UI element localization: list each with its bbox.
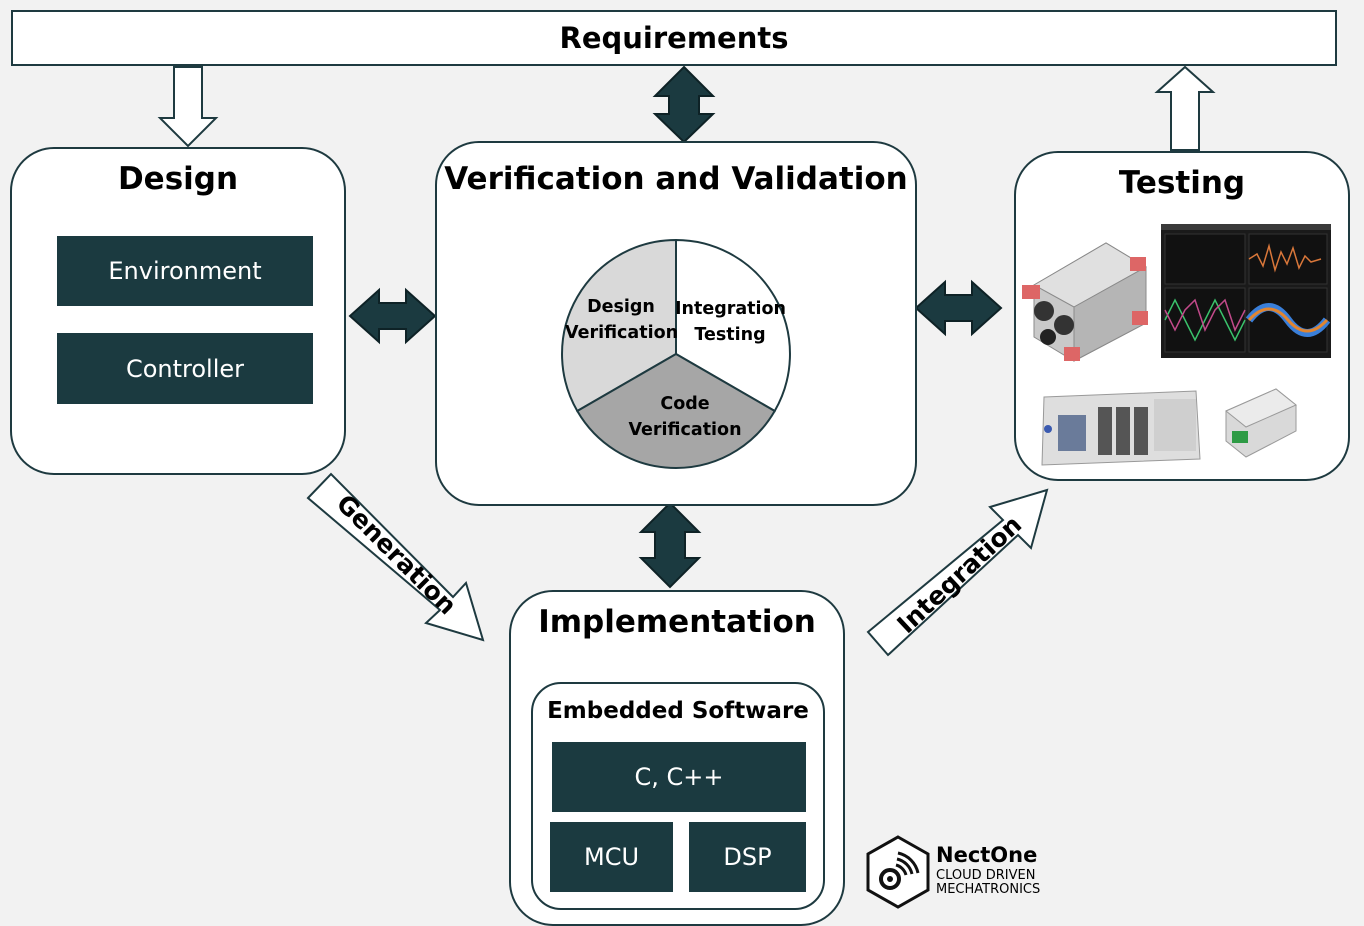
brand-logo: NectOne CLOUD DRIVEN MECHATRONICS [864,835,1054,911]
brand-tagline-2: MECHATRONICS [936,882,1041,897]
implementation-title: Implementation [538,604,816,640]
vv-title: Verification and Validation [444,161,908,197]
code-verification-label: Code Verification [628,394,742,440]
implementation-panel: Implementation Embedded Software C, C++ … [509,590,845,926]
integration-testing-label: Integration Testing [675,299,787,345]
vv-panel: Verification and Validation Design Verif… [435,141,917,506]
gear-wifi-icon [866,835,930,909]
testing-panel: Testing [1014,151,1350,481]
controller-label: Controller [125,354,245,383]
environment-label: Environment [108,257,262,285]
embedded-software-title: Embedded Software [547,698,809,724]
brand-tagline-1: CLOUD DRIVEN [936,868,1036,883]
design-vv-double-arrow [348,287,437,345]
signal-plot-image [1161,224,1331,358]
requirements-bar: Requirements [11,10,1337,66]
c-cpp-label: C, C++ [634,763,724,791]
testing-to-requirements-arrow [1154,65,1216,151]
design-panel: Design Environment Controller [10,147,346,475]
mcu-box: MCU [550,822,673,892]
brand-name: NectOne [936,843,1038,867]
design-verification-label: Design Verification [565,297,679,343]
requirements-to-design-arrow [157,66,219,148]
generation-arrow [306,472,485,642]
c-cpp-box: C, C++ [552,742,806,812]
vv-implementation-double-arrow [638,501,702,589]
requirements-title: Requirements [559,21,789,55]
mcu-label: MCU [583,843,640,871]
design-title: Design [117,161,239,197]
sensor-module-image [1225,388,1297,458]
environment-box: Environment [57,236,313,306]
vv-testing-double-arrow [914,279,1003,337]
embedded-software-panel: Embedded Software C, C++ MCU DSP [531,682,825,910]
dsp-box: DSP [689,822,806,892]
integration-arrow [866,488,1049,657]
requirements-vv-double-arrow [652,65,716,144]
controller-box: Controller [57,333,313,404]
rack-system-image [1041,390,1201,466]
pie-segment-code-verification [575,352,777,469]
hardware-box-image [1022,242,1148,362]
pie-segment-design-verification [561,238,677,413]
pie-segment-integration-testing [675,238,791,413]
dsp-label: DSP [723,843,772,871]
testing-title: Testing [1118,165,1246,201]
vv-pie-chart [561,238,791,469]
